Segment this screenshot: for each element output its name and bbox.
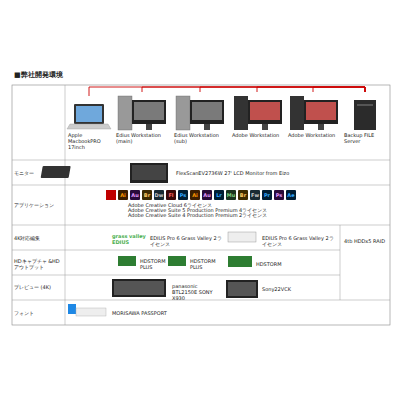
app-icon: Ae	[286, 190, 296, 200]
computer-node: Apple MacbookPRO 17inch	[66, 96, 112, 158]
computer-name: Apple MacbookPRO 17inch	[66, 132, 112, 150]
network-line	[257, 87, 365, 92]
row-label: 4K対応編集	[14, 235, 64, 241]
row-label: アプリケーション	[14, 202, 64, 208]
product-name: HDSTORM PLUS	[190, 258, 216, 270]
diagram-title: ■弊社開発環境	[14, 70, 63, 80]
network-line	[313, 87, 365, 92]
app-icon: Fl	[166, 190, 176, 200]
app-icon: Dw	[154, 190, 164, 200]
network-line	[200, 87, 365, 92]
product-name: HDSTORM PLUS	[140, 258, 166, 270]
app-icon: Au	[202, 190, 212, 200]
product-name: EDIUS Pro 6 Grass Valley 2ライセンス	[150, 235, 226, 247]
product-name: MORISAWA PASSPORT	[112, 310, 202, 316]
app-icon: Ai	[190, 190, 200, 200]
product-name: FlexScanEV2736W 27' LCD Monitor from Eiz…	[176, 170, 336, 176]
app-icon: Br	[238, 190, 248, 200]
computer-node: Edius Workstation (sub)	[172, 92, 228, 158]
license-line: Adobe Creative Suite 4 Production Premiu…	[128, 212, 328, 218]
row-label: HDキャプチャ &HDアウトプット	[14, 258, 64, 270]
network-line	[142, 87, 365, 92]
computer-node: Backup FILE Server	[342, 92, 388, 158]
app-icon: Pr	[262, 190, 272, 200]
app-icon: Ps	[178, 190, 188, 200]
computer-name: Adobe Workstation	[286, 132, 340, 138]
computer-name: Adobe Workstation	[230, 132, 284, 138]
product-name: EDIUS Pro 6 Grass Valley 2ライセンス	[262, 235, 338, 247]
product-name: Sony22VCK	[262, 286, 312, 292]
computer-name: Edius Workstation (main)	[114, 132, 170, 144]
edius-logo: grass valley EDIUS	[112, 233, 146, 245]
app-icon: Ai	[118, 190, 128, 200]
storage-note: 4tb HDDx5 RAID	[344, 238, 388, 244]
product-name: HDSTORM	[256, 261, 296, 267]
app-icon: Ps	[274, 190, 284, 200]
app-icon: Au	[130, 190, 140, 200]
app-icon: Fw	[250, 190, 260, 200]
app-icon: Lr	[214, 190, 224, 200]
product-name: panasonic BTL2150E SONY X930	[172, 283, 222, 301]
app-icon: Mu	[226, 190, 236, 200]
computer-node: Adobe Workstation	[286, 92, 340, 158]
network-line	[89, 87, 365, 96]
row-label: プレビュー (4K)	[14, 284, 64, 290]
computer-node: Adobe Workstation	[230, 92, 284, 158]
app-icon: Br	[142, 190, 152, 200]
computer-node: Edius Workstation (main)	[114, 92, 170, 158]
row-label: モニター	[14, 170, 64, 176]
row-label: フォント	[14, 310, 64, 316]
computer-name: Backup FILE Server	[342, 132, 388, 144]
computer-name: Edius Workstation (sub)	[172, 132, 228, 144]
